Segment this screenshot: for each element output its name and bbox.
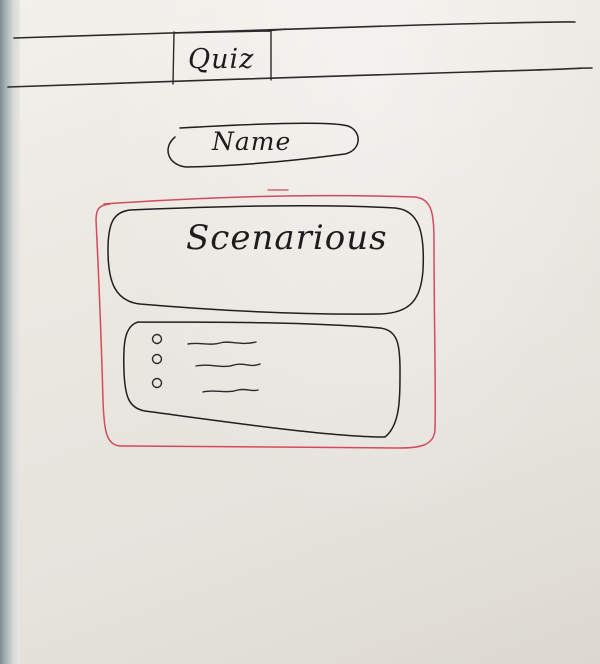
name-input-label: Name (212, 127, 292, 156)
options-box-outline (122, 321, 401, 438)
name-input-outline (167, 122, 359, 168)
quiz-card-outline (95, 194, 437, 449)
quiz-tab-label: Quiz (188, 44, 255, 75)
option-2 (151, 353, 261, 368)
scenario-title: Scenarious (186, 218, 388, 258)
option-3-squiggle (202, 388, 259, 393)
whiteboard-frame-edge (0, 0, 20, 664)
option-3 (151, 377, 259, 393)
header-top-line (13, 21, 576, 39)
quiz-tab-box (172, 28, 287, 85)
option-2-squiggle (195, 363, 261, 368)
radio-button-1 (151, 333, 163, 345)
header-bottom-line (7, 67, 593, 88)
option-1-squiggle (187, 341, 257, 345)
option-1 (151, 333, 257, 345)
radio-button-3 (151, 377, 163, 389)
radio-button-2 (151, 353, 163, 365)
scenario-box-outline (107, 204, 425, 315)
